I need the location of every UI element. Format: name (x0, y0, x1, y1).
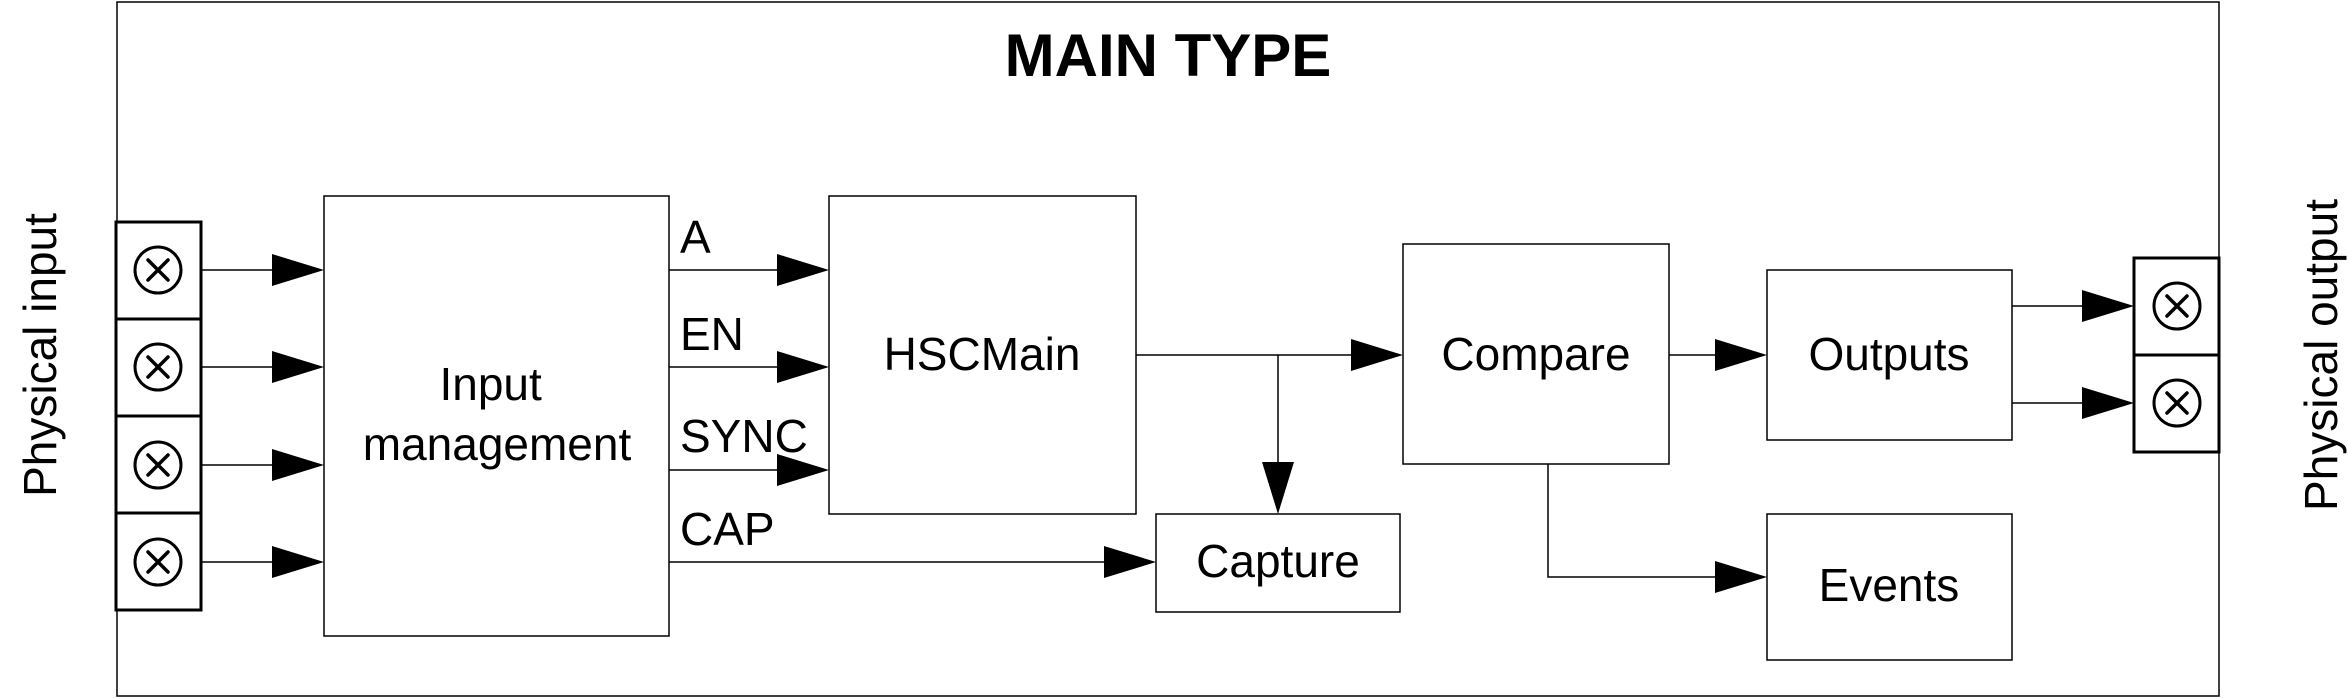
physical-input-terminals (114, 220, 203, 612)
compare-to-outputs-connector (1669, 339, 1767, 371)
physical-input-label: Physical input (14, 213, 66, 497)
signal-cap-label: CAP (680, 503, 775, 555)
screw-terminal-icon (2152, 281, 2202, 331)
screw-terminal-icon (133, 440, 183, 490)
diagram-title: MAIN TYPE (1005, 22, 1332, 89)
events-block (1766, 513, 2013, 661)
signal-en-connector (669, 351, 829, 383)
compare-block (1402, 243, 1670, 465)
outputs-block (1766, 269, 2013, 441)
input-connectors (201, 254, 324, 578)
compare-label: Compare (1441, 328, 1630, 380)
capture-label: Capture (1196, 535, 1360, 587)
compare-to-events-connector (1547, 464, 1767, 593)
outputs-label: Outputs (1808, 328, 1969, 380)
screw-terminal-icon (2152, 378, 2202, 428)
physical-output-label: Physical output (2295, 199, 2347, 511)
signal-en-label: EN (680, 308, 744, 360)
signal-a-connector (669, 254, 829, 286)
input-management-block (323, 195, 670, 637)
screw-terminal-icon (133, 537, 183, 587)
signal-sync-label: SYNC (680, 410, 808, 462)
hscmain-to-capture-connector (1262, 355, 1294, 514)
hscmain-label: HSCMain (884, 328, 1081, 380)
hscmain-to-compare-connector (1136, 339, 1403, 371)
signal-sync-connector (669, 454, 829, 486)
screw-terminal-icon (133, 245, 183, 295)
screw-terminal-icon (133, 342, 183, 392)
physical-output-terminals (2132, 256, 2221, 454)
signal-a-label: A (680, 211, 711, 263)
input-management-label: Input management (363, 358, 632, 470)
signal-cap-connector (669, 546, 1156, 578)
events-label: Events (1819, 559, 1960, 611)
output-connectors (2012, 290, 2134, 419)
hscmain-block (828, 195, 1137, 515)
